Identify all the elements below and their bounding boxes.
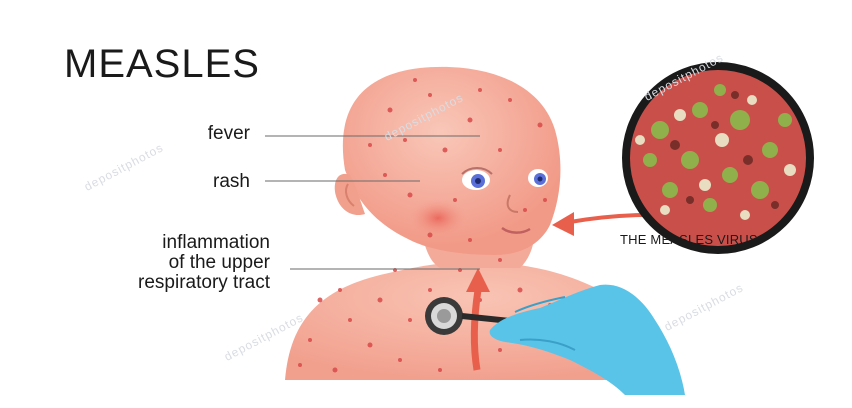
- label-inflammation-line3: respiratory tract: [60, 273, 270, 293]
- label-inflammation-line1: inflammation: [60, 233, 270, 253]
- eye-right: [528, 169, 548, 187]
- label-inflammation-line2: of the upper: [60, 253, 270, 273]
- label-fever: fever: [170, 124, 250, 144]
- label-rash: rash: [170, 172, 250, 192]
- label-inflammation: inflammation of the upper respiratory tr…: [60, 233, 270, 293]
- page-title: MEASLES: [64, 44, 260, 84]
- cheek-flush: [408, 198, 468, 238]
- label-measles-virus: THE MEASLES VIRUS: [620, 232, 758, 247]
